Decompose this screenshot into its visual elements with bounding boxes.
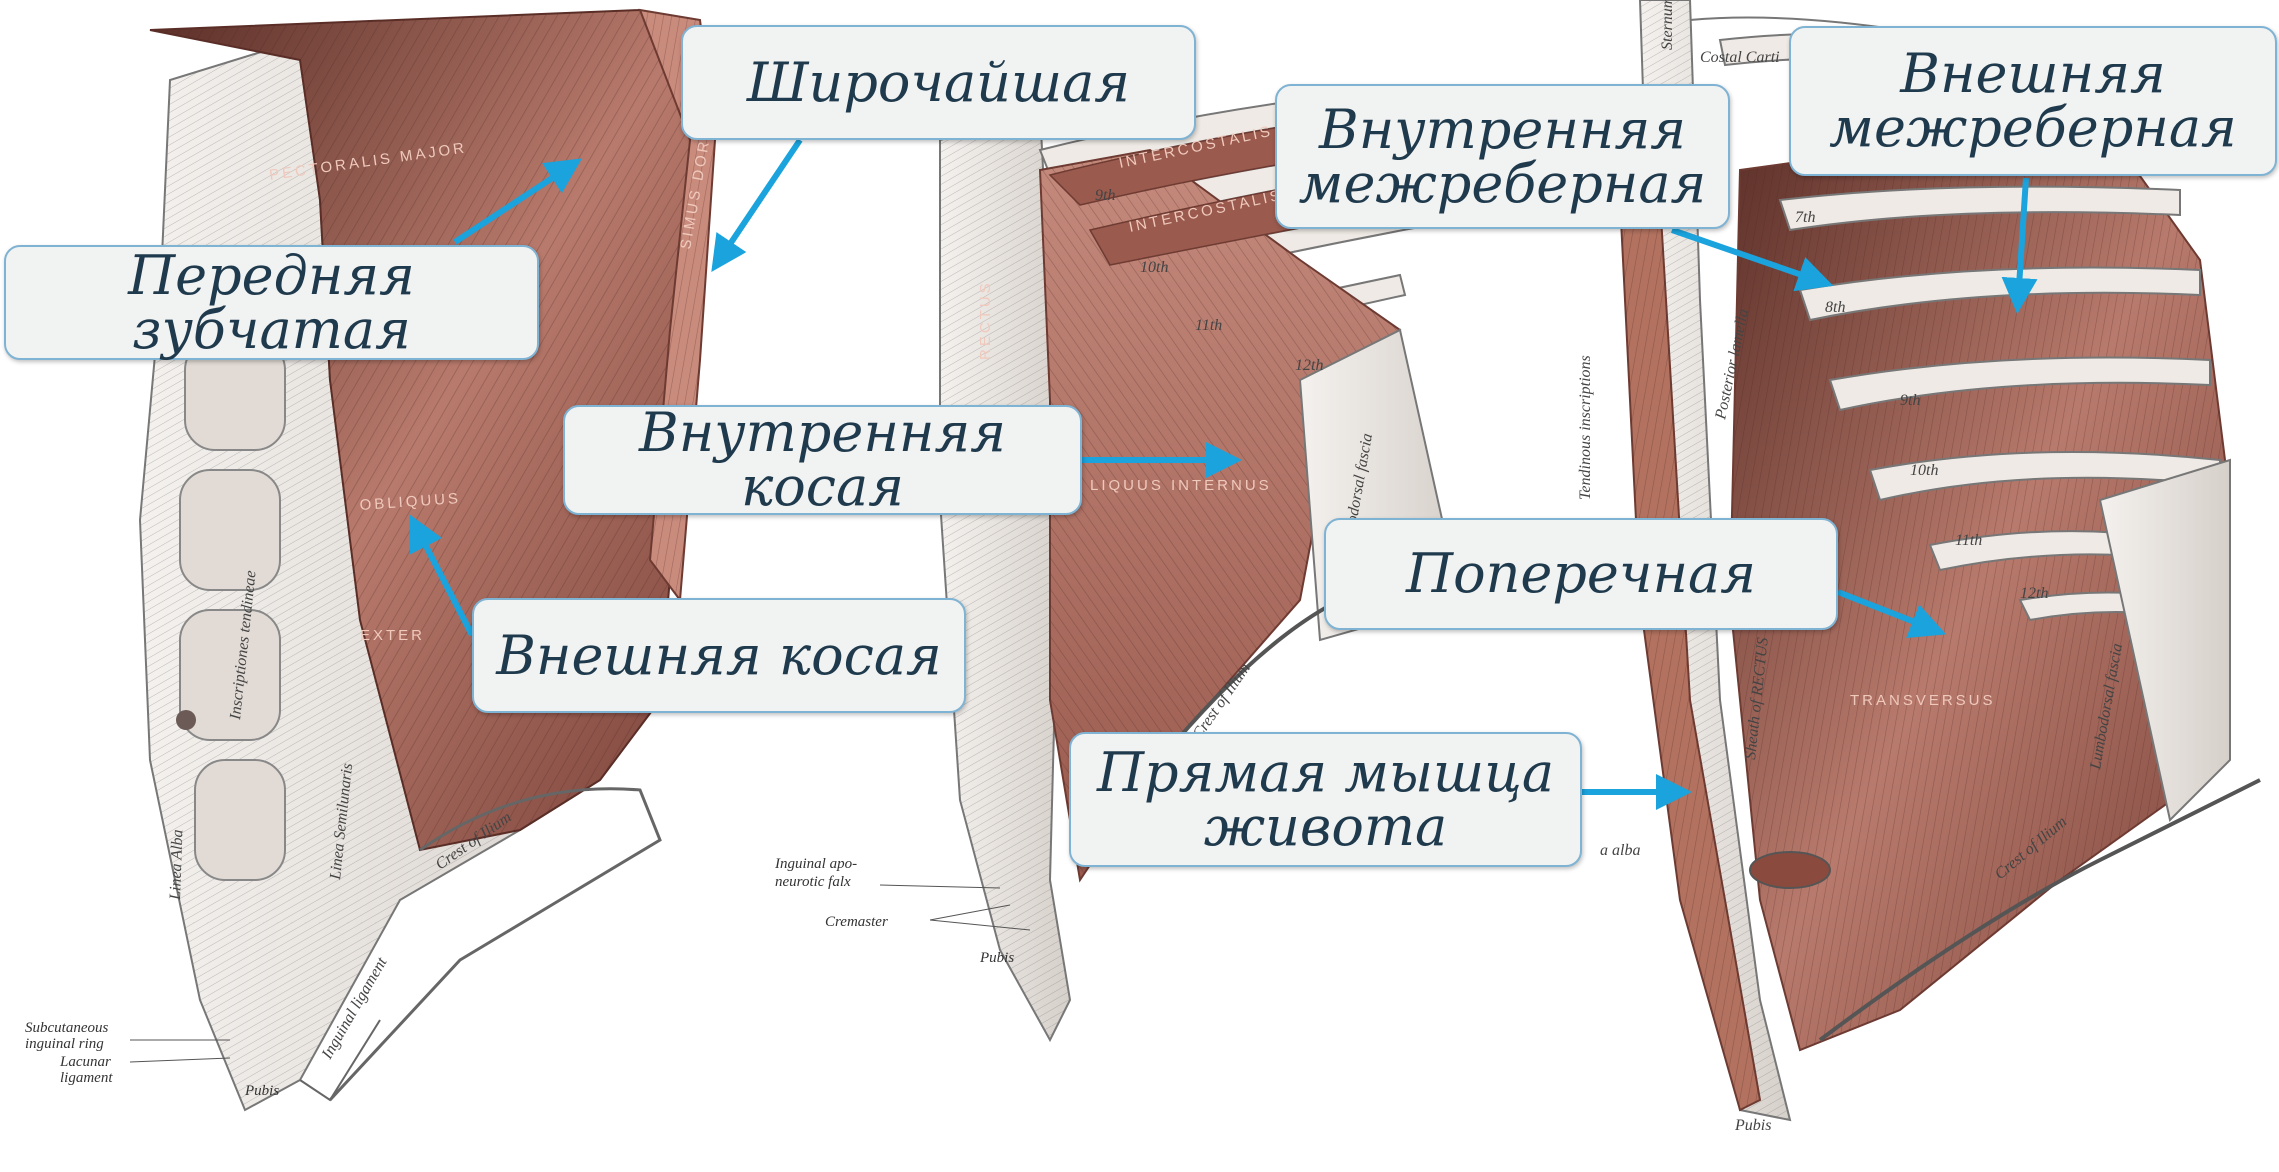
exter-text: EXTER (360, 627, 425, 644)
rib-10-text: 10th (1140, 259, 1168, 276)
rectus-text: RECTUS (977, 280, 994, 360)
tendinous-inscriptions-text: Tendinous inscriptions (1577, 355, 1594, 500)
rib-10b-text: 10th (1910, 462, 1938, 479)
lacunar-label-1: Lacunar (59, 1054, 111, 1070)
label-rectus: Прямая мышца живота (1069, 732, 1582, 867)
label-latissimus: Широчайшая (681, 25, 1196, 140)
label-serratus-text: Передняя зубчатая (20, 249, 523, 357)
rib-9-text: 9th (1095, 187, 1115, 204)
label-external-intercostal-line1: Внешняя (1829, 47, 2237, 101)
pubis-label-3: Pubis (1734, 1117, 1771, 1134)
label-internal-intercostal-line2: межреберная (1299, 157, 1707, 211)
label-latissimus-text: Широчайшая (747, 56, 1130, 110)
sternum-text: Sternum (1659, 0, 1676, 50)
lacunar-label-2: ligament (60, 1070, 113, 1086)
obliquus-internus-text: LIQUUS INTERNUS (1090, 477, 1272, 494)
label-internal-intercostal-line1: Внутренняя (1299, 103, 1707, 157)
rib-8-text: 8th (1825, 299, 1845, 316)
label-internal-oblique-text: Внутренняя косая (579, 406, 1066, 514)
inguinal-apo-label-1: Inguinal apo- (774, 856, 857, 872)
subcutaneous-label-2: inguinal ring (25, 1036, 104, 1052)
label-rectus-line2: живота (1097, 800, 1554, 854)
linea-alba-right-text: a alba (1600, 842, 1640, 859)
rib-12-text: 12th (1295, 357, 1323, 374)
label-internal-oblique: Внутренняя косая (563, 405, 1082, 515)
label-external-oblique-text: Внешняя косая (496, 629, 942, 683)
label-external-intercostal-line2: межреберная (1829, 101, 2237, 155)
left-figure: PECTORALIS MAJOR SIMUS DOR OBLIQUUS EXTE… (25, 10, 715, 1110)
pubis-label-1: Pubis (244, 1083, 279, 1099)
label-serratus: Передняя зубчатая (4, 245, 539, 360)
transversus-text: TRANSVERSUS (1850, 692, 1996, 709)
label-internal-intercostal: Внутренняя межреберная (1275, 84, 1730, 229)
rectus-window (1750, 852, 1830, 888)
costal-cartilage-text: Costal Carti (1700, 49, 1780, 66)
umbilicus (176, 710, 196, 730)
pubis-label-2: Pubis (979, 950, 1014, 966)
rib-12b-text: 12th (2020, 585, 2048, 602)
subcutaneous-label-1: Subcutaneous (25, 1020, 108, 1036)
rib-9b-text: 9th (1900, 392, 1920, 409)
arrow-latissimus (718, 140, 800, 262)
linea-alba-text: Linea Alba (167, 829, 186, 901)
label-transverse: Поперечная (1324, 518, 1838, 630)
inguinal-apo-label-2: neurotic falx (775, 874, 851, 890)
label-external-oblique: Внешняя косая (472, 598, 966, 713)
label-external-intercostal: Внешняя межреберная (1789, 26, 2277, 176)
rib-11b-text: 11th (1955, 532, 1982, 549)
label-rectus-line1: Прямая мышца (1097, 746, 1554, 800)
cremaster-label: Cremaster (825, 914, 888, 930)
label-transverse-text: Поперечная (1406, 547, 1756, 601)
rib-7-text: 7th (1795, 209, 1815, 226)
rib-11-text: 11th (1195, 317, 1222, 334)
